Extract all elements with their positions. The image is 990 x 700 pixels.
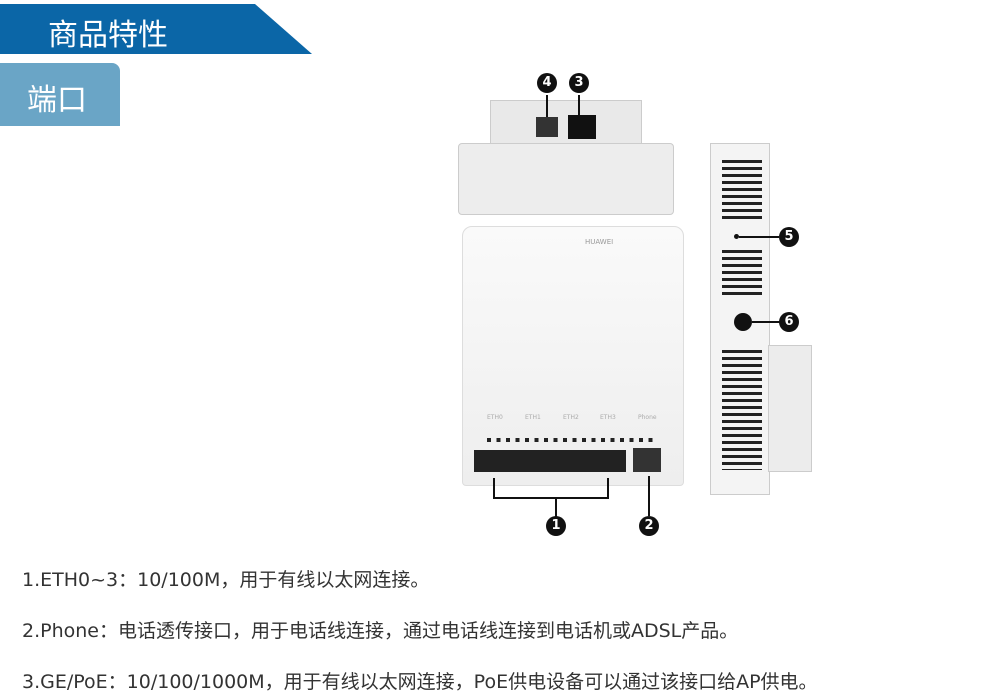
tab-ports-label: 端口 bbox=[27, 83, 87, 118]
reset-button bbox=[734, 313, 752, 331]
section-title: 商品特性 bbox=[48, 18, 168, 53]
port-label: ETH3 bbox=[600, 414, 616, 421]
marker-2: 2 bbox=[639, 516, 659, 536]
rj11-port bbox=[536, 117, 558, 137]
marker-3: 3 bbox=[569, 73, 589, 93]
vent-mid bbox=[722, 250, 762, 295]
marker-5: 5 bbox=[779, 227, 799, 247]
led-row bbox=[487, 438, 655, 442]
marker-6: 6 bbox=[779, 312, 799, 332]
description-poe: 3.GE/PoE：10/100/1000M，用于有线以太网连接，PoE供电设备可… bbox=[22, 671, 818, 693]
description-eth: 1.ETH0~3：10/100M，用于有线以太网连接。 bbox=[22, 569, 430, 591]
device-main-body bbox=[462, 226, 684, 486]
description-phone: 2.Phone：电话透传接口，用于电话线连接，通过电话线连接到电话机或ADSL产… bbox=[22, 620, 739, 642]
eth2-port bbox=[550, 450, 588, 472]
eth0-port bbox=[474, 450, 512, 472]
port-label: ETH0 bbox=[487, 414, 503, 421]
device-top-block bbox=[458, 143, 674, 215]
eth3-port bbox=[588, 450, 626, 472]
phone-port bbox=[633, 448, 661, 472]
vent-bottom bbox=[722, 350, 762, 470]
eth1-port bbox=[512, 450, 550, 472]
tab-ports[interactable]: 端口 bbox=[0, 63, 120, 126]
marker-1: 1 bbox=[546, 516, 566, 536]
port-label: ETH1 bbox=[525, 414, 541, 421]
indicator-dot bbox=[734, 234, 739, 239]
brand-logo: HUAWEI bbox=[585, 238, 614, 246]
device-side-bracket bbox=[768, 345, 812, 472]
port-label: ETH2 bbox=[563, 414, 579, 421]
port-label: Phone bbox=[638, 414, 657, 421]
rj45-port bbox=[568, 115, 596, 139]
device-top-plate bbox=[490, 100, 642, 147]
marker-4: 4 bbox=[537, 73, 557, 93]
section-header-band: 商品特性 bbox=[0, 4, 312, 54]
vent-top bbox=[722, 160, 762, 220]
